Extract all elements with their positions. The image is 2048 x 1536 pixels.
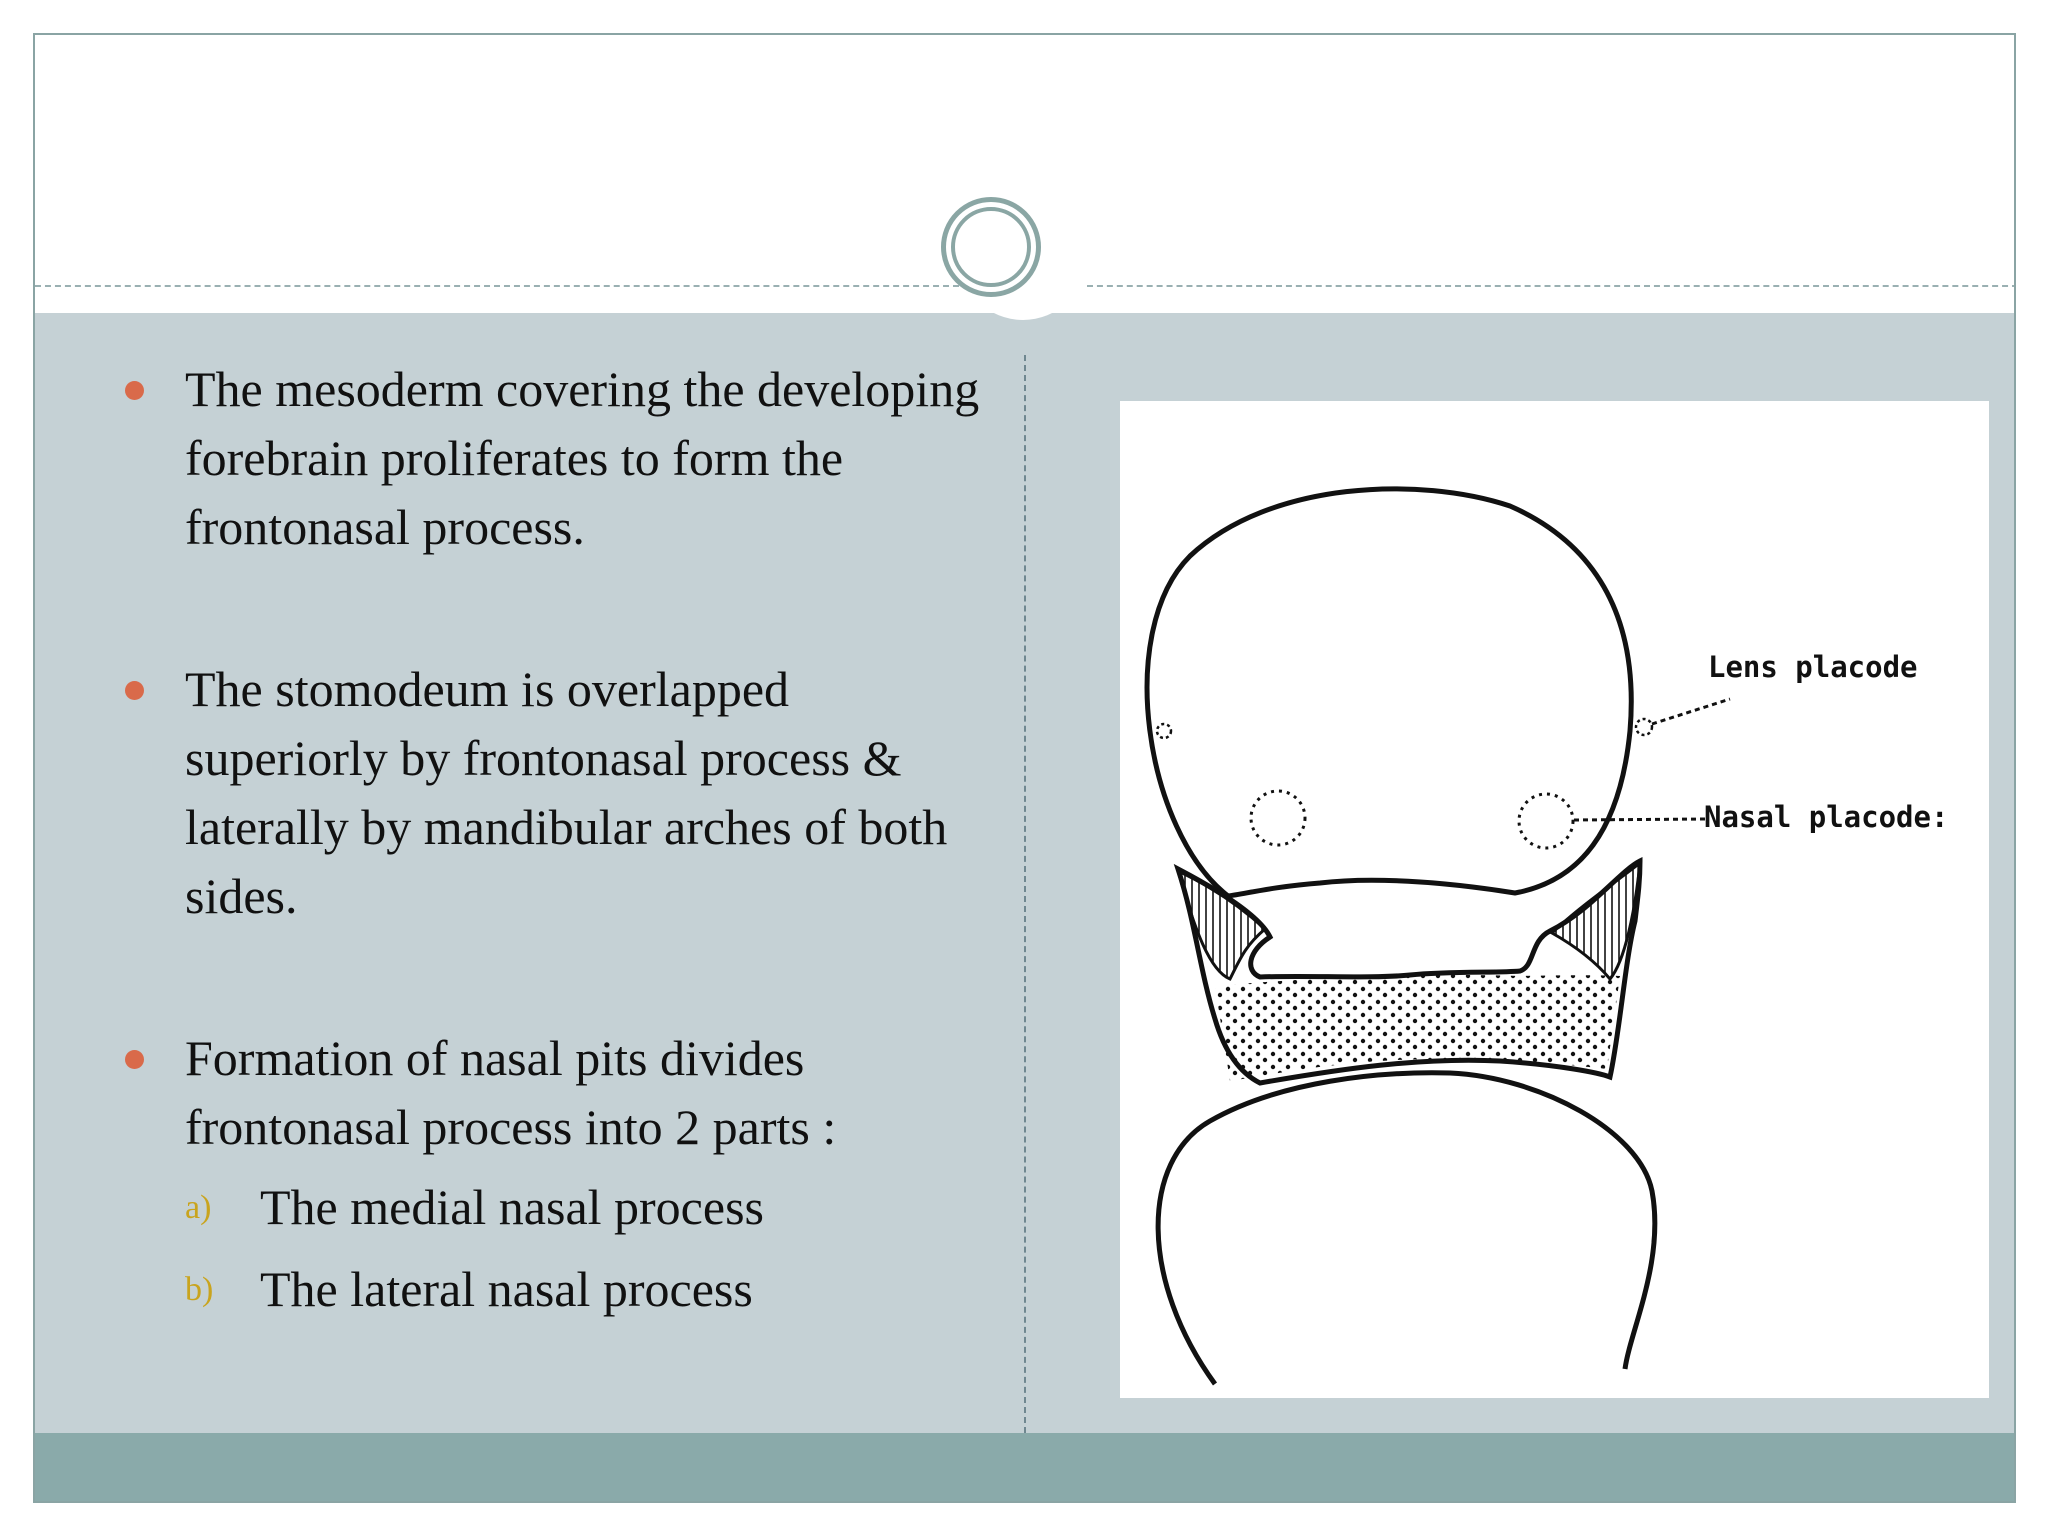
- bullet-dot-icon: [125, 381, 144, 400]
- bullet-dot-icon: [125, 681, 144, 700]
- lens-leader-line: [1651, 697, 1731, 726]
- bullet-text-1: The mesoderm covering the developing for…: [185, 361, 980, 555]
- lens-placode-left: [1155, 722, 1173, 740]
- bullet-text-2: The stomodeum is overlapped superiorly b…: [185, 661, 948, 924]
- sub-item-text: The lateral nasal process: [260, 1261, 753, 1317]
- nasal-placode-right: [1517, 792, 1575, 850]
- divider-ring-icon: [941, 197, 1041, 297]
- heart-prominence-outline: [1155, 1070, 1658, 1386]
- header-divider-left: [35, 285, 959, 287]
- stippled-mesenchyme: [1215, 975, 1620, 1081]
- mandibular-arch-left: [1175, 868, 1268, 981]
- nasal-leader-line: [1573, 817, 1706, 822]
- lens-placode-right: [1634, 717, 1654, 737]
- column-divider: [1024, 355, 1026, 1433]
- label-lens-placode: Lens placode: [1708, 650, 1918, 684]
- sub-item-marker: a): [185, 1189, 212, 1226]
- bullet-dot-icon: [125, 1050, 144, 1069]
- label-nasal-placode: Nasal placode:: [1704, 800, 1948, 834]
- mandibular-arch-right: [1549, 859, 1642, 982]
- divider-ring-inner-icon: [951, 207, 1031, 287]
- nasal-placode-left: [1249, 789, 1307, 847]
- stomodeum-region: [1173, 856, 1643, 1086]
- embryo-diagram: Lens placode Nasal placode:: [1120, 401, 1989, 1398]
- sub-item-text: The medial nasal process: [260, 1179, 764, 1235]
- forebrain-outline: [1144, 486, 1634, 899]
- footer-band: [35, 1433, 2014, 1501]
- bullet-text-3: Formation of nasal pits divides frontona…: [185, 1030, 837, 1155]
- header-divider-right: [1087, 285, 2014, 287]
- sub-item-marker: b): [185, 1271, 214, 1308]
